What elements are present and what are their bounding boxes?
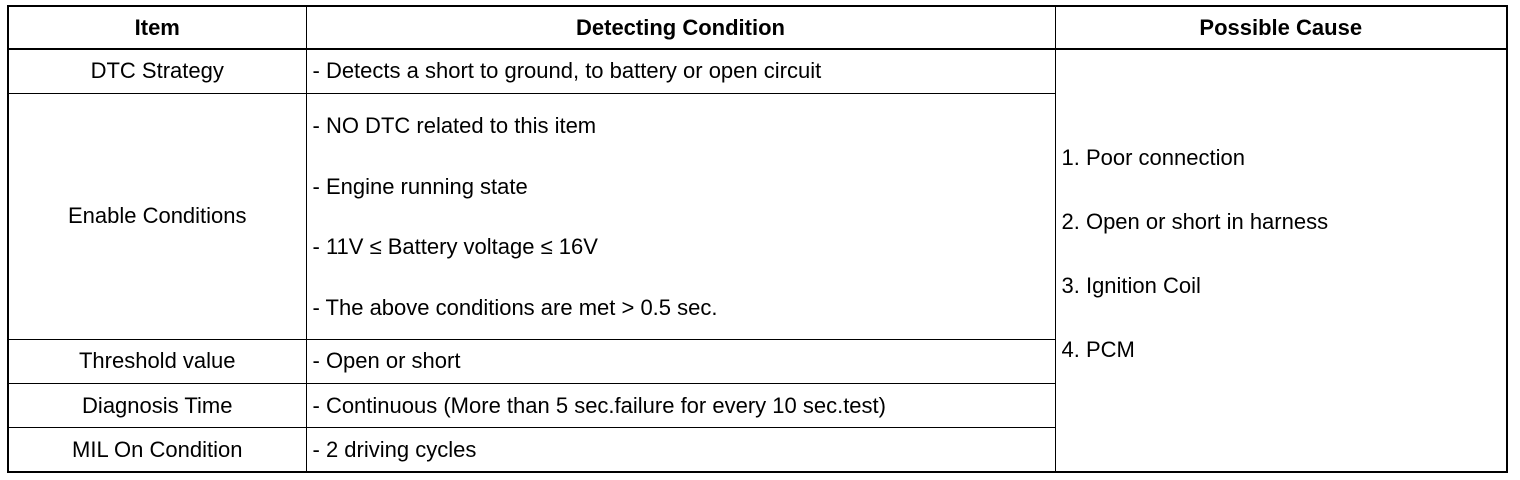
condition-threshold-value: - Open or short — [305, 338, 1056, 384]
cause-item-3: 3. Ignition Coil — [1061, 272, 1201, 298]
table-row-enable-conditions: Enable Conditions - NO DTC related to th… — [7, 92, 1507, 340]
cause-item-4: 4. PCM — [1061, 336, 1135, 362]
cause-item-1: 1. Poor connection — [1061, 144, 1245, 170]
dtc-table: Item Detecting Condition Possible Cause … — [7, 5, 1508, 473]
possible-cause-cell: 1. Poor connection 2. Open or short in h… — [1054, 48, 1508, 473]
condition-enable-conditions: - NO DTC related to this item - Engine r… — [305, 92, 1056, 340]
enable-conditions-list: - NO DTC related to this item - Engine r… — [313, 105, 1055, 327]
cause-item-2: 2. Open or short in harness — [1061, 208, 1329, 234]
header-item: Item — [7, 5, 307, 50]
condition-diagnosis-time: - Continuous (More than 5 sec.failure fo… — [305, 382, 1056, 429]
possible-cause-list: 1. Poor connection 2. Open or short in h… — [1061, 144, 1507, 375]
item-enable-conditions: Enable Conditions — [7, 92, 307, 340]
table-row-dtc-strategy: DTC Strategy - Detects a short to ground… — [7, 48, 1508, 473]
enable-condition-2: - Engine running state — [312, 173, 528, 199]
enable-condition-1: - NO DTC related to this item — [312, 113, 597, 139]
item-dtc-strategy: DTC Strategy — [7, 48, 307, 94]
item-mil-on-condition: MIL On Condition — [7, 427, 307, 473]
item-diagnosis-time: Diagnosis Time — [7, 382, 307, 429]
condition-dtc-strategy: - Detects a short to ground, to battery … — [305, 48, 1056, 94]
condition-mil-on-condition: - 2 driving cycles — [305, 427, 1056, 473]
header-detecting-condition: Detecting Condition — [305, 5, 1056, 50]
table-row-threshold-value: Threshold value - Open or short — [7, 338, 1507, 384]
header-possible-cause: Possible Cause — [1054, 5, 1508, 50]
enable-condition-3: - 11V ≤ Battery voltage ≤ 16V — [312, 234, 598, 260]
enable-condition-4: - The above conditions are met > 0.5 sec… — [312, 295, 718, 321]
table-row-diagnosis-time: Diagnosis Time - Continuous (More than 5… — [7, 382, 1507, 429]
item-threshold-value: Threshold value — [7, 338, 307, 384]
table-row-mil-on-condition: MIL On Condition - 2 driving cycles — [7, 427, 1507, 473]
header-row: Item Detecting Condition Possible Cause — [7, 5, 1508, 50]
